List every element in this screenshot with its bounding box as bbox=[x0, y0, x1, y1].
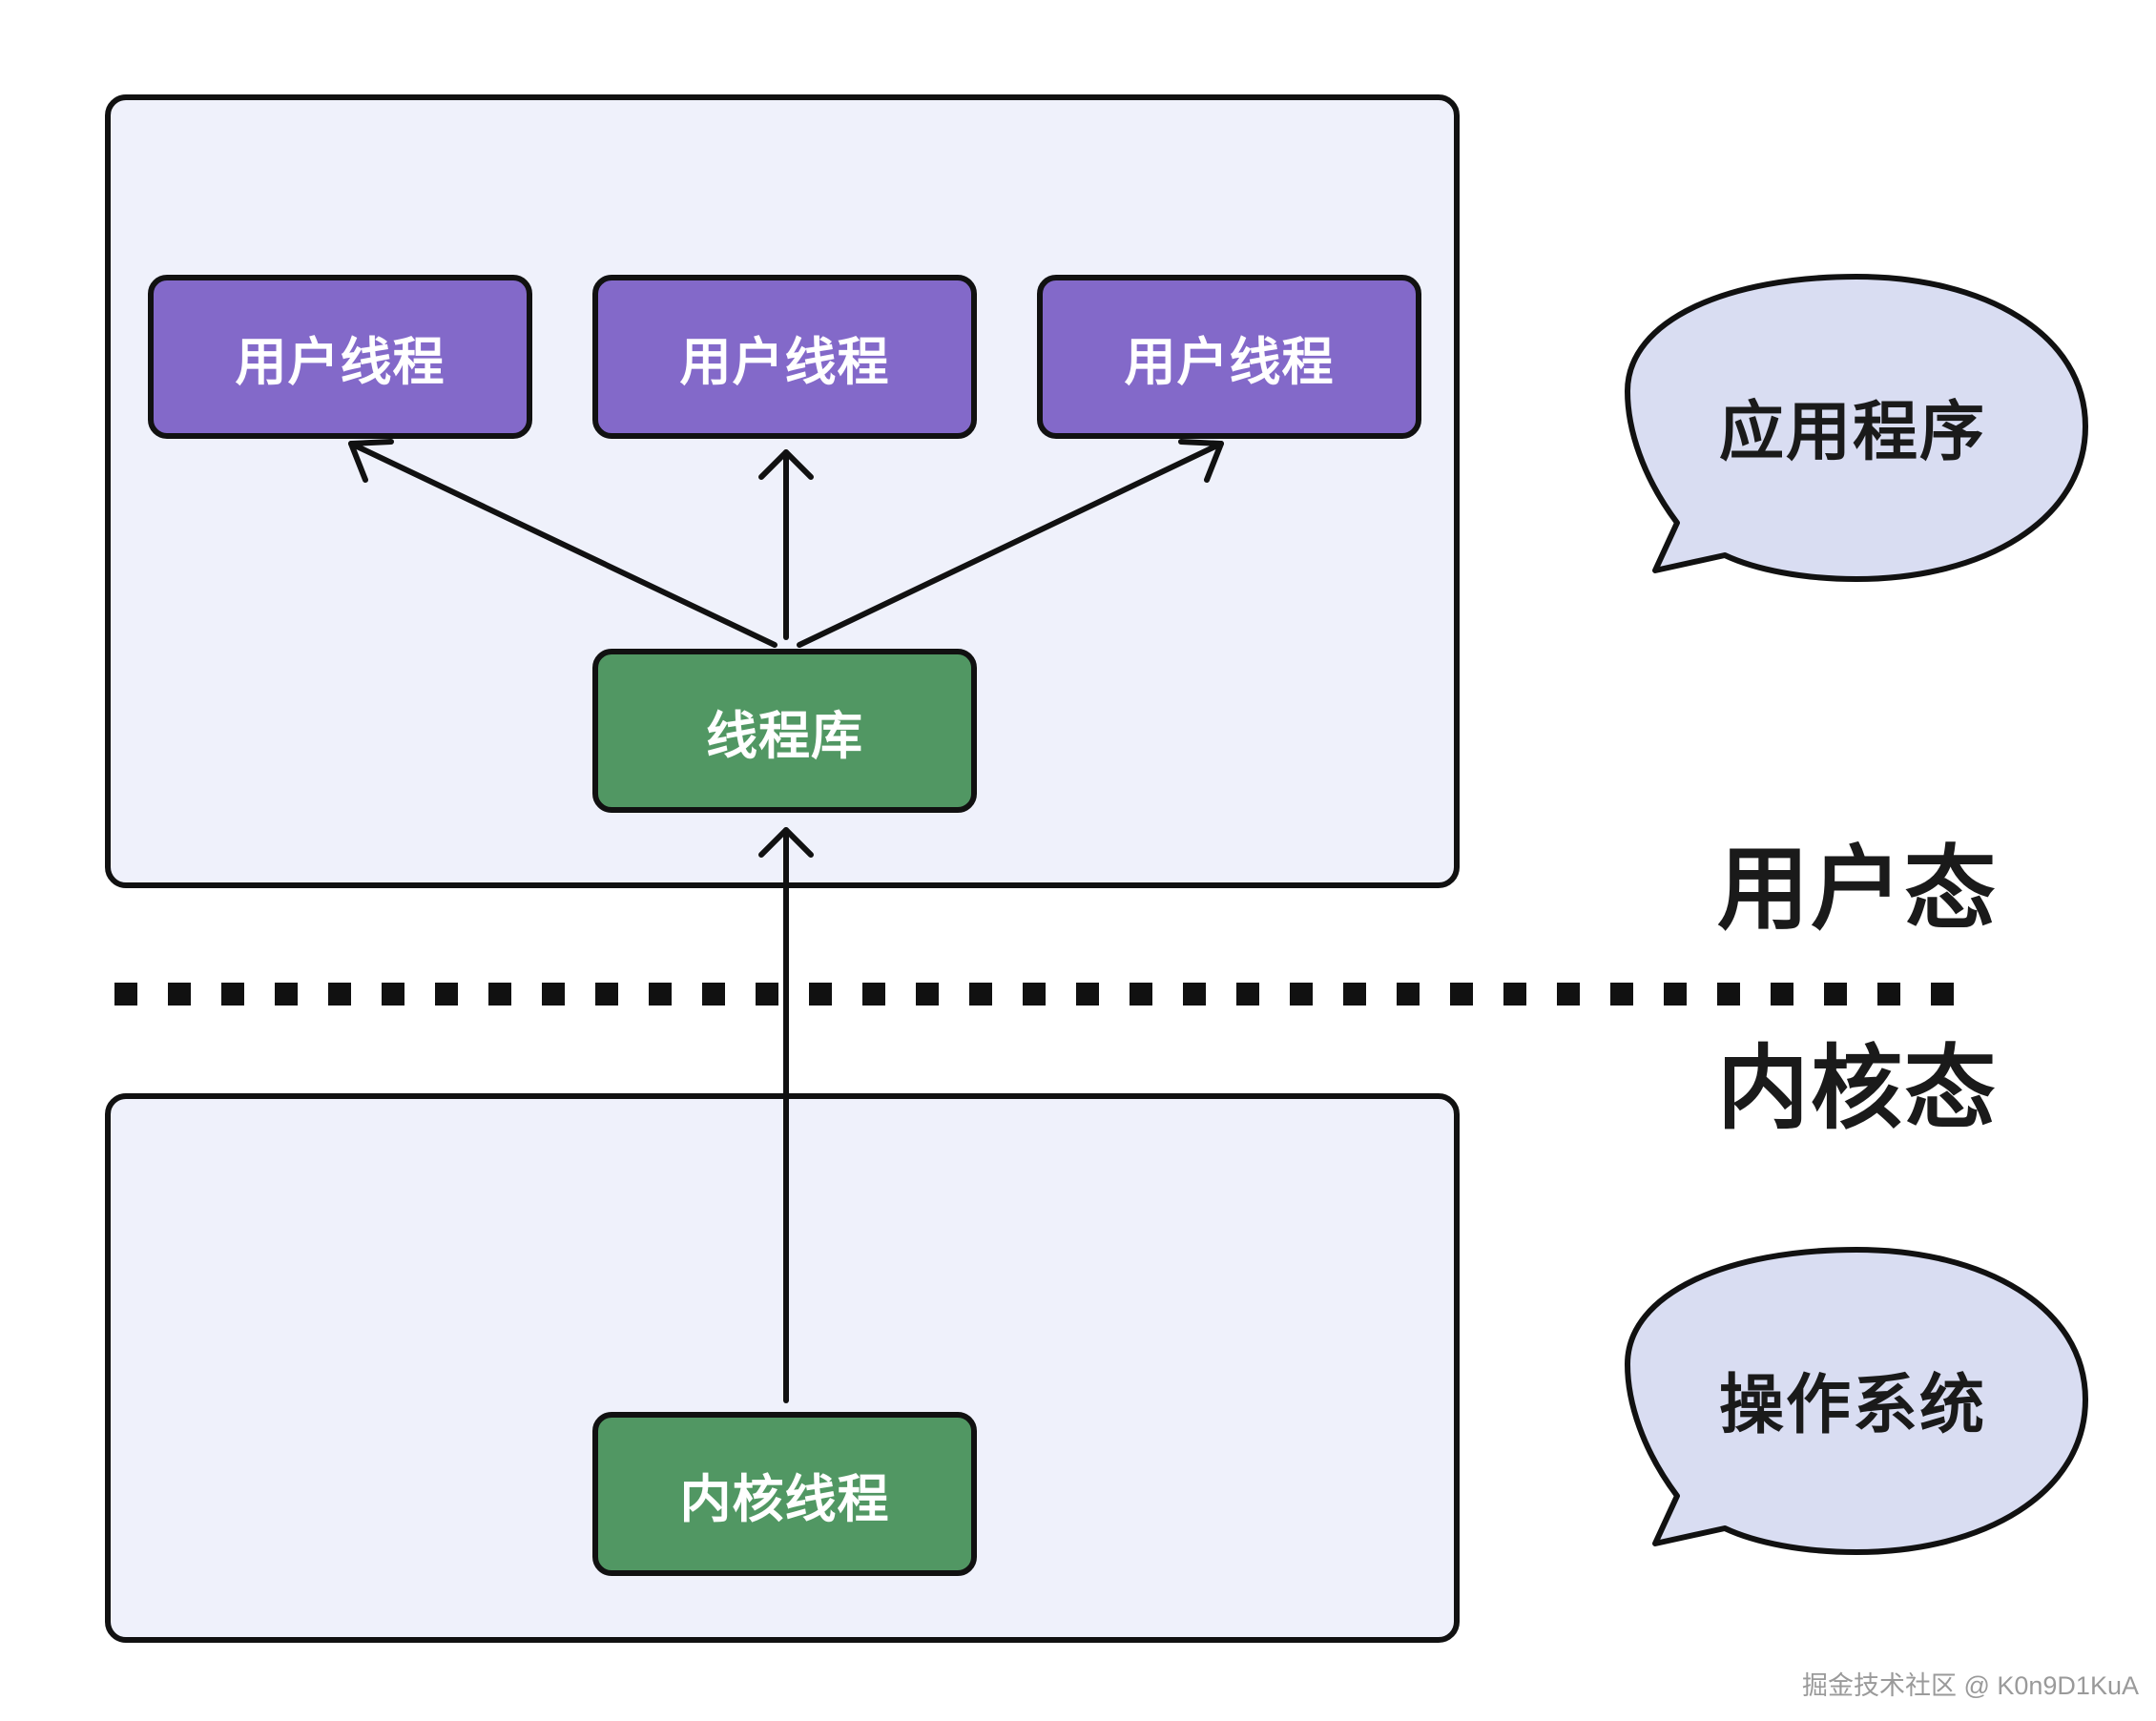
operating-system-bubble-text: 操作系统 bbox=[1718, 1368, 1986, 1443]
thread-library-node: 线程库 bbox=[592, 649, 977, 813]
watermark-text: 掘金技术社区 @ K0n9D1KuA bbox=[1801, 1671, 2139, 1700]
user-thread-label-3: 用户线程 bbox=[1124, 331, 1335, 392]
user-thread-label-1: 用户线程 bbox=[235, 331, 446, 392]
application-bubble-text: 应用程序 bbox=[1718, 395, 1986, 470]
user-thread-node-1: 用户线程 bbox=[148, 275, 532, 439]
thread-library-label: 线程库 bbox=[706, 705, 863, 766]
kernel-mode-label: 内核态 bbox=[1717, 1035, 1998, 1142]
kernel-thread-label: 内核线程 bbox=[679, 1468, 890, 1529]
user-thread-label-2: 用户线程 bbox=[679, 331, 890, 392]
user-thread-node-2: 用户线程 bbox=[592, 275, 977, 439]
kernel-thread-node: 内核线程 bbox=[592, 1412, 977, 1576]
user-mode-label: 用户态 bbox=[1717, 836, 1998, 943]
user-thread-node-3: 用户线程 bbox=[1037, 275, 1421, 439]
